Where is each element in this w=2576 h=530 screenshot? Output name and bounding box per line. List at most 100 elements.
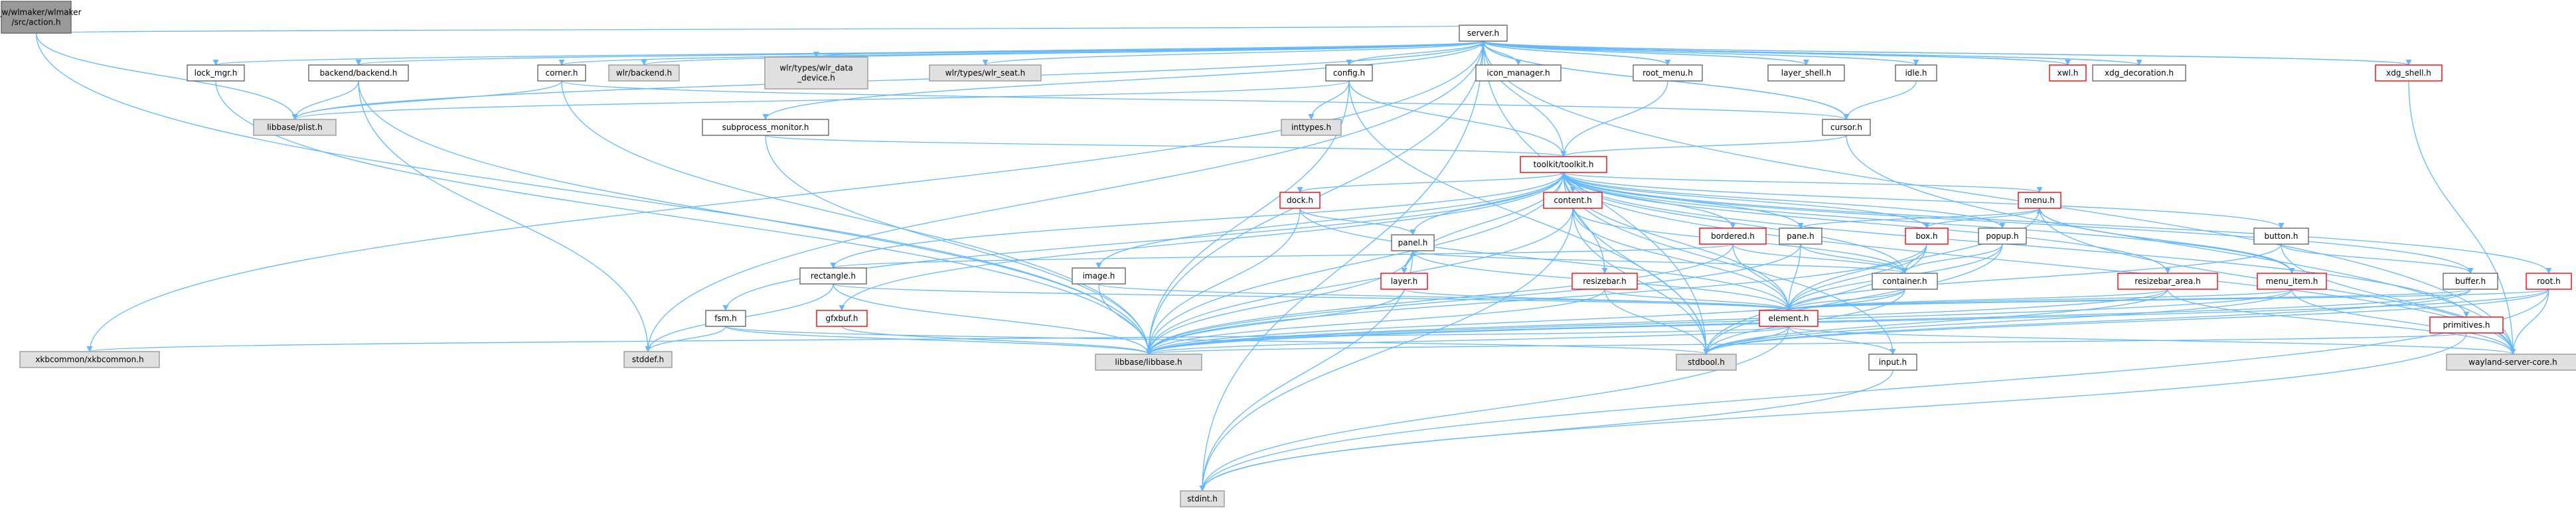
edge-config-to-plist [291,80,1350,120]
node-subprocess-monitor[interactable]: subprocess_monitor.h [702,119,829,136]
node-idle[interactable]: idle.h [1895,64,1937,82]
node-config[interactable]: config.h [1325,64,1373,82]
edge-toolkit-to-menu [1563,172,2043,193]
node-label: pane.h [1787,232,1814,241]
node-label: menu_item.h [2266,277,2318,286]
node-box [1281,119,1342,136]
node-label: primitives.h [2443,320,2490,330]
node-libbase: libbase/libbase.h [1095,354,1202,371]
edge-subprocess_monitor-to-toolkit [765,135,1566,157]
edge-toolkit-to-dock [1297,172,1564,193]
node-box [764,56,868,90]
node-box [1180,490,1225,507]
edge-config-to-inttypes [1308,80,1350,120]
node-buffer[interactable]: buffer.h [2443,273,2498,290]
node-cursor[interactable]: cursor.h [1822,119,1871,136]
node-box [537,64,586,82]
node-root-menu[interactable]: root_menu.h [1633,64,1703,82]
edge-menu-to-box [1923,208,2040,229]
edge-rectangle-to-element [833,283,1791,311]
edge-popup-to-container [1901,243,2003,274]
node-layer-shell[interactable]: layer_shell.h [1767,64,1845,82]
node-label: xkbcommon/xkbcommon.h [35,355,143,364]
edge-element-to-libbase [1145,326,1789,355]
edge-server-to-toolkit [1483,40,1567,157]
node-box [1571,273,1638,290]
edge-pane-to-container [1800,243,1908,274]
node-element[interactable]: element.h [1759,310,1818,327]
edge-menu_item-to-menu [2036,208,2293,274]
edge-image-to-libbase [1098,283,1152,355]
node-rectangle[interactable]: rectangle.h [799,267,867,285]
node-xdg-shell[interactable]: xdg_shell.h [2375,64,2443,82]
node-primitives[interactable]: primitives.h [2429,316,2504,334]
edge-menu-to-pane [1797,208,2040,229]
node-panel[interactable]: panel.h [1391,234,1435,251]
edge-toolkit-to-image [1095,172,1564,269]
node-box [1978,228,2027,245]
node-box [1325,64,1373,82]
node-label: dock.h [1287,196,1313,205]
node-box [1279,192,1321,209]
node-label: server.h [1467,29,1499,38]
node-label: inttypes.h [1291,123,1331,132]
node-menu-item[interactable]: menu_item.h [2257,273,2327,290]
edge-corner-to-cursor [561,80,1849,120]
node-container[interactable]: container.h [1872,273,1938,290]
node-content[interactable]: content.h [1543,192,1603,209]
node-lock-mgr[interactable]: lock_mgr.h [187,64,245,82]
node-label: root.h [2537,277,2560,286]
edge-corner-to-libbase [561,80,1152,355]
edge-content-to-stdbool [1572,208,1710,355]
edge-resizebar-to-libbase [1145,289,1605,355]
node-label: xwl.h [2057,68,2079,78]
node-resizebar-area[interactable]: resizebar_area.h [2117,273,2218,290]
node-box [1699,228,1767,245]
node-fsm[interactable]: fsm.h [705,310,746,327]
node-label: config.h [1333,68,1365,78]
node-server[interactable]: server.h [1459,25,1508,42]
node-input[interactable]: input.h [1868,354,1917,371]
node-popup[interactable]: popup.h [1978,228,2027,245]
node-pane[interactable]: pane.h [1779,228,1822,245]
edge-subprocess_monitor-to-libbase [765,135,1152,355]
node-backend[interactable]: backend/backend.h [308,64,409,82]
node-button[interactable]: button.h [2253,228,2309,245]
node-xdg-decoration[interactable]: xdg_decoration.h [2092,64,2186,82]
node-inttypes: inttypes.h [1281,119,1342,136]
node-gfxbuf[interactable]: gfxbuf.h [816,310,868,327]
node-root[interactable]: root.h [2526,273,2572,290]
edge-menu_item-to-libbase [1145,289,2293,355]
node-label: bordered.h [1711,232,1755,241]
node-box [2375,64,2443,82]
node-resizebar[interactable]: resizebar.h [1571,273,1638,290]
node-layer[interactable]: layer.h [1380,273,1428,290]
edge-dock-to-libbase [1145,208,1301,355]
node-label: cursor.h [1830,123,1862,132]
node-xwl[interactable]: xwl.h [2049,64,2087,82]
node-label: corner.h [546,68,578,78]
node-toolkit[interactable]: toolkit/toolkit.h [1520,156,1607,173]
node-box [1633,64,1703,82]
node-icon-manager[interactable]: icon_manager.h [1475,64,1562,82]
node-box [1072,267,1126,285]
node-image[interactable]: image.h [1072,267,1126,285]
node-dock[interactable]: dock.h [1279,192,1321,209]
node-box [1759,310,1818,327]
node-bordered[interactable]: bordered.h [1699,228,1767,245]
node-action[interactable]: /__w/wlmaker/wlmaker/src/action.h [0,1,82,34]
edge-toolkit-to-libbase [1145,172,1564,355]
node-corner[interactable]: corner.h [537,64,586,82]
node-box [1872,273,1938,290]
edge-dock-to-panel [1299,208,1416,235]
node-box [608,64,680,82]
edge-root_menu-to-toolkit [1560,80,1668,157]
edge-xdg_shell-to-wayland [2408,80,2516,355]
edge-toolkit-to-primitives [1563,172,2470,318]
node-menu[interactable]: menu.h [2018,192,2061,209]
node-wlrbackend: wlr/backend.h [608,64,680,82]
node-box[interactable]: box.h [1905,228,1949,245]
node-box [705,310,746,327]
node-box [799,267,867,285]
